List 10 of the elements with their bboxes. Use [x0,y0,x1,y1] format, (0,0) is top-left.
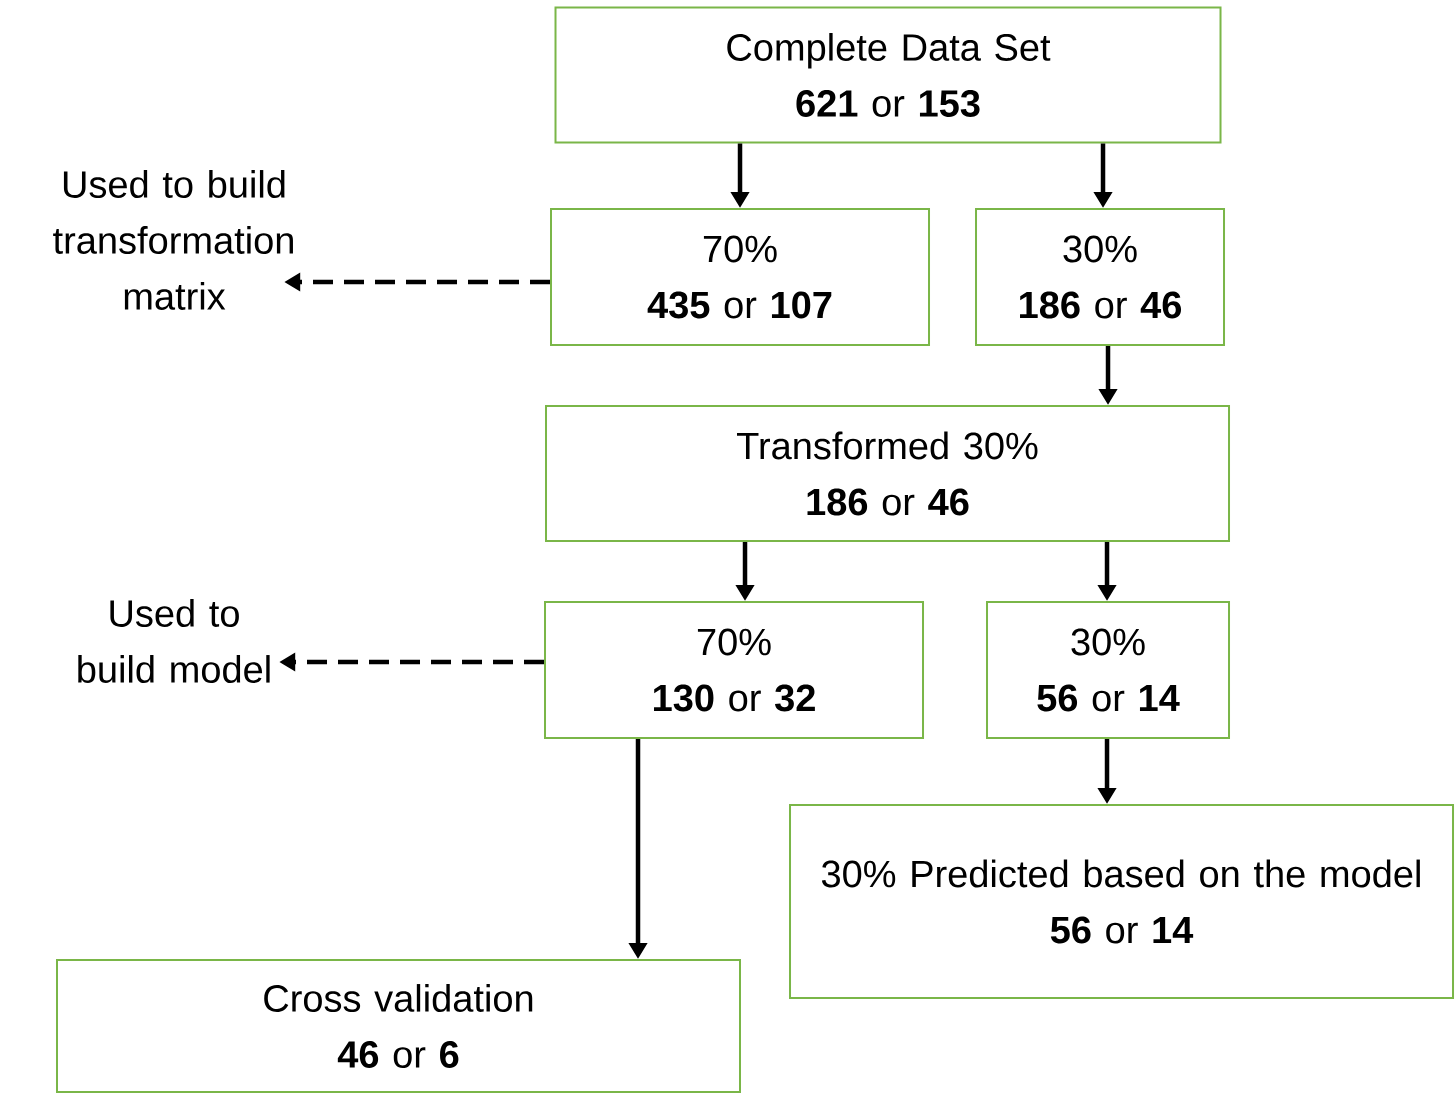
process-box: 30% Predicted based on the model 56 or 14 [789,804,1454,999]
process-box: Complete Data Set 621 or 153 [554,6,1222,144]
process-box: Cross validation 46 or 6 [56,959,741,1093]
process-box: Transformed 30% 186 or 46 [545,405,1230,542]
process-box: 70% 130 or 32 [544,601,924,739]
note-text: Used to build model [78,599,270,683]
process-box: 30% 186 or 46 [975,208,1225,346]
note-text: Used to build transformation matrix [53,170,293,310]
process-box: 30% 56 or 14 [986,601,1230,739]
process-box: 70% 435 or 107 [550,208,930,346]
